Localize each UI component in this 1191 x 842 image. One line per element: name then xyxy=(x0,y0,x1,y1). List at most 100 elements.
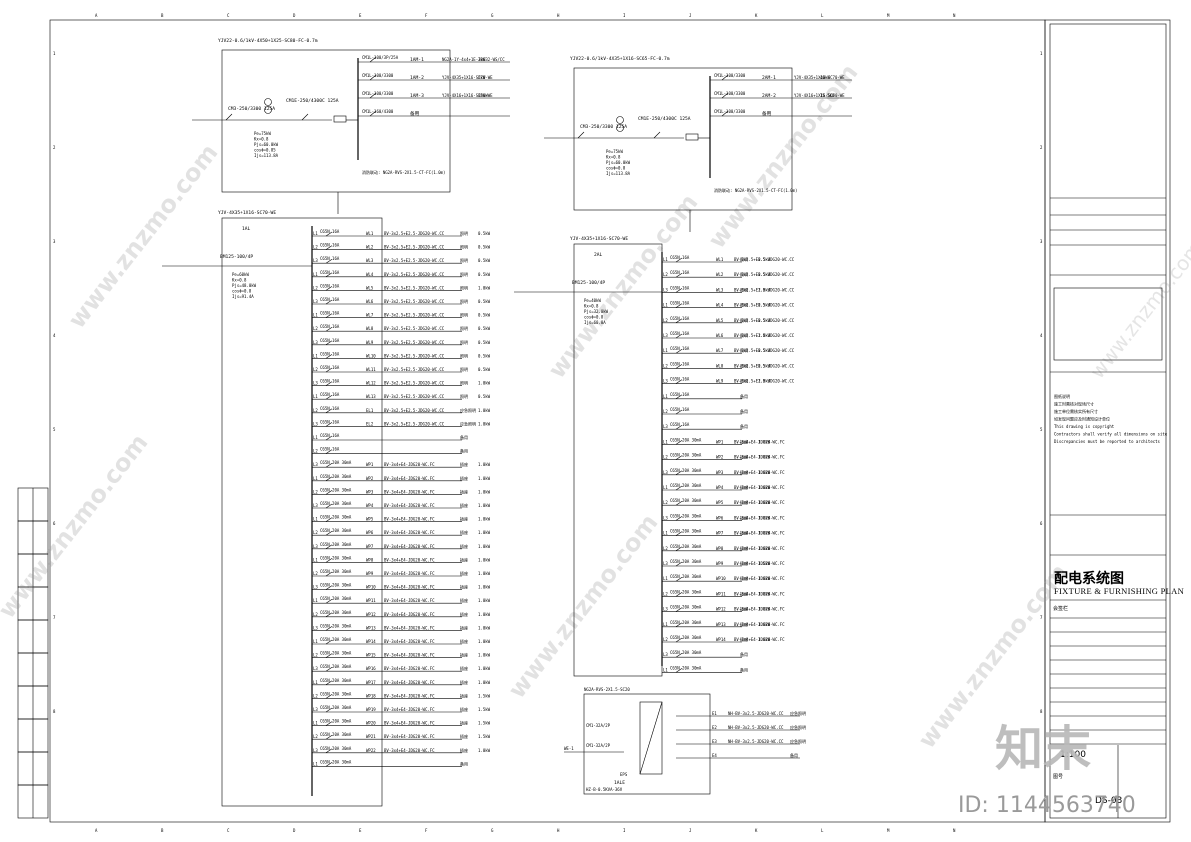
outgoing-cable: YJV-4X35+1X16-SC70-WE xyxy=(794,75,845,80)
circuit-use: 应急照明 xyxy=(460,420,476,426)
circuit-breaker: C65N 16A xyxy=(670,361,690,366)
outgoing-id: 2AM-2 xyxy=(762,93,776,99)
note-line: 图纸说明 xyxy=(1054,393,1070,399)
breaker-contact xyxy=(675,485,683,491)
breaker-contact xyxy=(675,394,683,400)
circuit-load: 1.0kW xyxy=(478,585,491,590)
breaker-contact xyxy=(369,110,377,117)
breaker-contact xyxy=(325,245,333,250)
circuit-cable: BV-3x2.5+E2.5-JDG20-WC.CC xyxy=(384,367,445,372)
circuit-use: 插座 xyxy=(460,461,468,467)
circuit-phase: L2 xyxy=(313,367,318,372)
circuit-breaker: C65N 16A xyxy=(320,406,340,411)
circuit-cable: BV-3x4+E4-JDG20-WC.FC xyxy=(384,598,435,603)
circuit-id: WP17 xyxy=(366,680,376,685)
circuit-cable: BV-3x4+E4-JDG20-WC.FC xyxy=(384,734,435,739)
circuit-load: 1.0kW xyxy=(478,408,491,413)
circuit-breaker: C65N 16A xyxy=(670,422,690,427)
circuit-use: 插座 xyxy=(460,638,468,644)
circuit-id: WP4 xyxy=(366,503,374,508)
circuit-load: 0.5kW xyxy=(758,303,771,308)
circuit-phase: L1 xyxy=(313,639,318,644)
circuit-breaker: C65N 20A 30mA xyxy=(320,705,352,710)
circuit-id: WL11 xyxy=(366,367,376,372)
circuit-phase: L1 xyxy=(313,231,318,236)
col-label: D xyxy=(293,13,296,18)
circuit-phase: L1 xyxy=(663,303,668,308)
circuit-phase: L3 xyxy=(663,379,668,384)
circuit-id: WP13 xyxy=(366,625,376,630)
row-label: 7 xyxy=(1040,615,1043,620)
circuit-id: WP9 xyxy=(366,571,374,576)
load-param: cosΦ=0.8 xyxy=(606,166,626,171)
eps-label: EPS xyxy=(620,772,628,777)
circuit-load: 1.0kW xyxy=(478,571,491,576)
breaker-contact xyxy=(675,607,683,612)
title-block: 图纸说明施工时需核对现场尺寸施工单位需核实所有尺寸如发现问题应及时通知设计单位T… xyxy=(1050,197,1184,818)
breaker-contact xyxy=(675,455,683,460)
circuit-phase: L3 xyxy=(663,470,668,475)
breaker-contact xyxy=(675,500,683,506)
circuit-breaker: C65N 20A 30mA xyxy=(670,498,702,503)
feed-cable: YJV-4X35+1X16-SC70-WE xyxy=(570,236,628,242)
circuit-id: WL9 xyxy=(366,340,374,345)
circuit-cable: BV-3x4+E4-JDG20-WC.FC xyxy=(384,530,435,535)
circuit-use: 照明 xyxy=(740,272,748,277)
note-line: 施工时需核对现场尺寸 xyxy=(1054,401,1094,407)
circuit-breaker: C65N 16A xyxy=(670,255,690,260)
circuit-load: 0.5kW xyxy=(758,363,771,368)
circuit-breaker: C65N 20A 30mA xyxy=(670,513,702,518)
scale-value: 1:100 xyxy=(1060,750,1086,760)
breaker-contact xyxy=(325,367,333,373)
circuit-phase: L1 xyxy=(663,348,668,353)
circuit-breaker: C65N 20A 30mA xyxy=(320,596,352,601)
circuit-breaker: C65N 20A 30mA xyxy=(320,678,352,683)
circuit-phase: L3 xyxy=(663,287,668,292)
col-label: J xyxy=(689,828,691,833)
row-label: 2 xyxy=(1040,145,1043,150)
circuit-breaker: C65N 16A xyxy=(320,433,340,438)
breaker-contact xyxy=(325,680,333,686)
circuit-load: 1.0kW xyxy=(758,576,771,581)
circuit-breaker: C65N 20A 30mA xyxy=(670,589,702,594)
circuit-cable: BV-3x2.5+E2.5-JDG20-WC.CC xyxy=(384,381,445,386)
board-param: cosΦ=0.8 xyxy=(584,315,604,320)
circuit-id: WP8 xyxy=(366,557,374,562)
circuit-id: WL1 xyxy=(366,231,374,236)
circuit-use: 插座 xyxy=(460,488,468,494)
circuit-cable: BV-3x2.5+E2.5-JDG20-WC.CC xyxy=(734,303,795,308)
circuit-breaker: C65N 20A 30mA xyxy=(670,468,702,473)
circuit-cable: BV-3x4+E4-JDG20-WC.FC xyxy=(734,531,785,536)
circuit-use: 插座 xyxy=(740,560,748,566)
circuit-cable: BV-3x4+E4-JDG20-WC.FC xyxy=(384,680,435,685)
circuit-phase: L2 xyxy=(313,285,318,290)
circuit-id: WP5 xyxy=(366,517,374,522)
circuit-use: 照明 xyxy=(740,333,748,338)
circuit-breaker: C65N 16A xyxy=(670,392,690,397)
breaker-contact xyxy=(675,257,683,263)
outgoing-breaker: CM1L-100/3P/25A xyxy=(362,55,399,60)
circuit-use: 插座 xyxy=(460,692,468,698)
circuit-use: 照明 xyxy=(740,303,748,308)
circuit-load: 1.5kW xyxy=(478,707,491,712)
breaker-contact xyxy=(721,110,729,117)
breaker-contact xyxy=(675,561,683,567)
circuit-load: 1.0kW xyxy=(478,653,491,658)
circuit-load: 1.0kW xyxy=(758,591,771,596)
circuit-load: 0.5kW xyxy=(758,272,771,277)
breaker-contact xyxy=(369,74,377,81)
breaker-contact xyxy=(675,348,683,354)
circuit-use: 插座 xyxy=(740,469,748,475)
diagram-content: YJV22-0.6/1kV-4X50+1X25-SC80-FC-0.7mCM3-… xyxy=(162,38,852,807)
circuit-load: 0.5kW xyxy=(758,348,771,353)
circuit-cable: BV-3x2.5+E2.5-JDG20-WC.CC xyxy=(384,245,445,250)
breaker-contact xyxy=(325,626,333,631)
row-label: 1 xyxy=(53,51,56,56)
outgoing-breaker: CM1L-100/3300 xyxy=(714,109,746,114)
circuit-use: 备用 xyxy=(740,651,748,657)
circuit-use: 插座 xyxy=(460,679,468,685)
circuit-use: 插座 xyxy=(740,606,748,612)
circuit-use: 照明 xyxy=(460,340,468,345)
col-label: G xyxy=(491,828,494,833)
circuit-load: 1.0kW xyxy=(478,489,491,494)
